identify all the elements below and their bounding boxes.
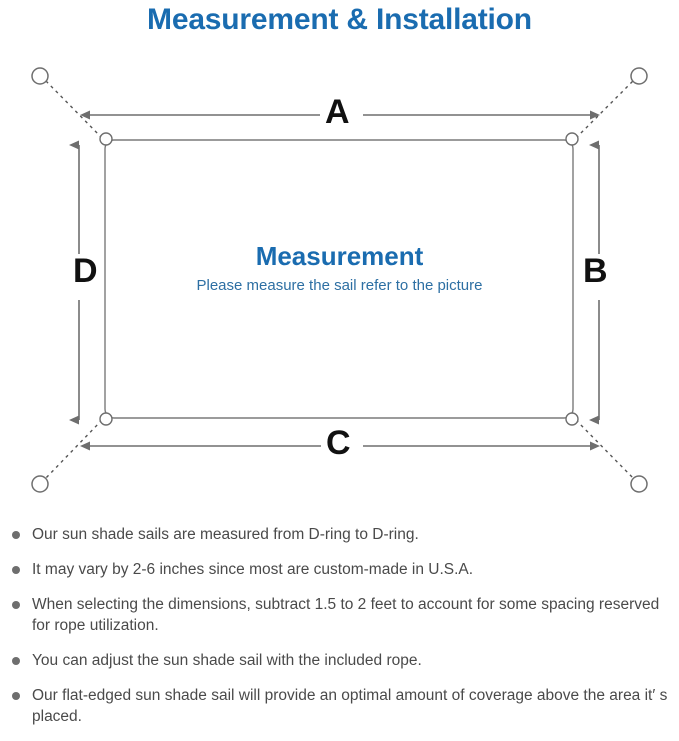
d-ring-corner-top-left <box>99 132 113 146</box>
list-item-text: Our sun shade sails are measured from D-… <box>32 526 419 543</box>
diagram-svg <box>31 67 648 493</box>
list-item: Our sun shade sails are measured from D-… <box>0 524 679 545</box>
dimension-label-d: D <box>68 254 103 288</box>
diagram-center-subtitle: Please measure the sail refer to the pic… <box>196 277 483 294</box>
bullet-icon <box>12 531 20 539</box>
anchor-ring-top-right <box>630 67 648 85</box>
list-item-text: You can adjust the sun shade sail with t… <box>32 652 422 669</box>
notes-list: Our sun shade sails are measured from D-… <box>0 524 679 741</box>
anchor-ring-top-left <box>31 67 49 85</box>
dimension-label-c: C <box>321 426 356 460</box>
list-item: It may vary by 2-6 inches since most are… <box>0 559 679 580</box>
sail-body <box>104 139 574 419</box>
bullet-icon <box>12 566 20 574</box>
dimension-label-a: A <box>320 95 355 129</box>
list-item: Our flat-edged sun shade sail will provi… <box>0 685 679 727</box>
list-item: When selecting the dimensions, subtract … <box>0 594 679 636</box>
measurement-diagram: A B C D Measurement Please measure the s… <box>0 48 679 518</box>
rope-line-bottom-right <box>575 419 635 480</box>
rope-line-top-right <box>575 79 635 139</box>
anchor-ring-bottom-left <box>31 475 49 493</box>
rope-line-bottom-left <box>44 419 103 480</box>
bullet-icon <box>12 692 20 700</box>
page-title: Measurement & Installation <box>147 3 532 36</box>
list-item: You can adjust the sun shade sail with t… <box>0 650 679 671</box>
bullet-icon <box>12 601 20 609</box>
diagram-center-title: Measurement <box>255 241 424 271</box>
d-ring-corner-bottom-left <box>99 412 113 426</box>
d-ring-corner-top-right <box>565 132 579 146</box>
list-item-text: When selecting the dimensions, subtract … <box>32 596 660 634</box>
anchor-ring-bottom-right <box>630 475 648 493</box>
list-item-text: It may vary by 2-6 inches since most are… <box>32 561 474 578</box>
list-item-text: Our flat-edged sun shade sail will provi… <box>32 687 668 725</box>
rope-line-top-left <box>44 79 103 139</box>
d-ring-corner-bottom-right <box>565 412 579 426</box>
dimension-label-b: B <box>578 254 613 288</box>
bullet-icon <box>12 657 20 665</box>
